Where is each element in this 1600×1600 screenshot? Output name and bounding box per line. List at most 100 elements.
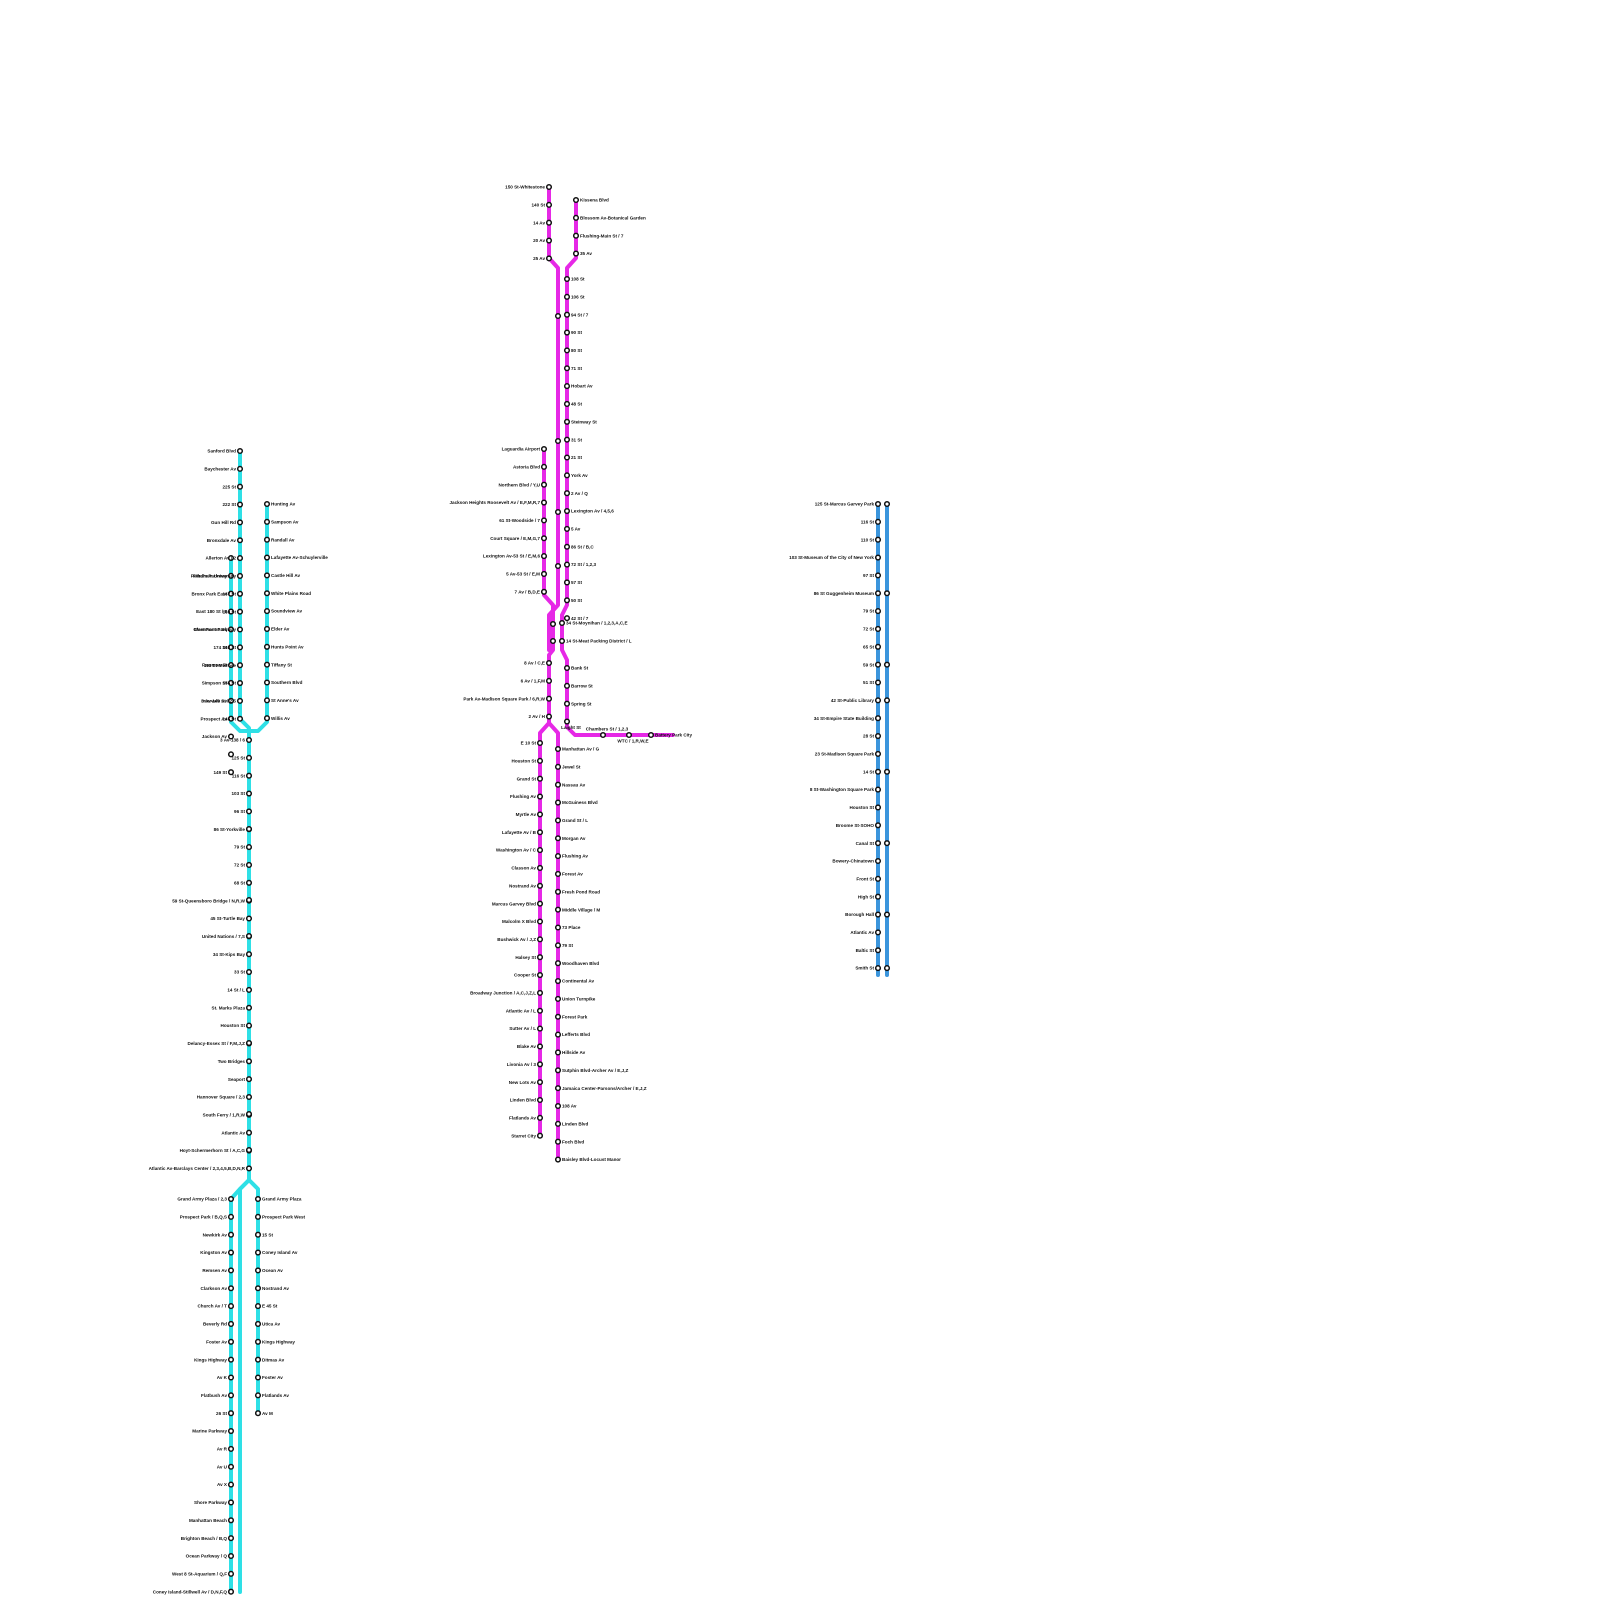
station-teal_culver-10[interactable] [254, 1374, 262, 1381]
station-magenta_flushing-25[interactable] [558, 637, 566, 645]
station-blue-15[interactable] [874, 768, 882, 775]
blue-transfer-dot[interactable] [883, 965, 891, 972]
station-blue-6[interactable] [874, 608, 882, 615]
station-teal_4-34[interactable] [245, 1058, 253, 1065]
station-teal_brighton-5[interactable] [227, 1285, 235, 1292]
station-teal_6-12[interactable] [263, 715, 271, 722]
station-magenta_bklyn_west-10[interactable] [536, 918, 544, 925]
station-teal_6-11[interactable] [263, 697, 271, 704]
station-teal_2-2[interactable] [227, 590, 235, 597]
station-teal_4-4[interactable] [236, 519, 244, 526]
station-magenta_flushing-32[interactable] [647, 731, 655, 739]
station-teal_2-4[interactable] [227, 626, 235, 633]
station-magenta_whitestone-3[interactable] [545, 237, 553, 244]
station-magenta_bklyn_west-18[interactable] [536, 1061, 544, 1068]
teal-transfer-dot[interactable] [245, 932, 253, 940]
station-teal_4-18[interactable] [245, 772, 253, 779]
station-teal_4-40[interactable] [245, 1165, 253, 1172]
station-teal_6-9[interactable] [263, 661, 271, 668]
station-teal_brighton-21[interactable] [227, 1570, 235, 1577]
station-teal_brighton-6[interactable] [227, 1303, 235, 1310]
station-magenta_flushing-3[interactable] [572, 250, 580, 257]
station-magenta_laguardia-2[interactable] [540, 481, 548, 488]
station-magenta_whitestone-2[interactable] [545, 219, 553, 226]
station-magenta_bklyn_west-2[interactable] [536, 775, 544, 782]
station-teal_culver-7[interactable] [254, 1320, 262, 1327]
station-teal_4-0[interactable] [236, 447, 244, 455]
station-magenta_laguardia-9[interactable] [545, 659, 553, 667]
station-teal_brighton-2[interactable] [227, 1231, 235, 1238]
station-teal_6-5[interactable] [263, 590, 271, 597]
transfer-dot[interactable] [554, 508, 562, 516]
station-magenta_bklyn_east-0[interactable] [554, 745, 562, 753]
station-teal_culver-1[interactable] [254, 1213, 262, 1220]
station-magenta_flushing-28[interactable] [563, 700, 571, 707]
station-teal_4-24[interactable] [245, 879, 253, 886]
teal-transfer-dot[interactable] [245, 1146, 253, 1154]
station-blue-17[interactable] [874, 804, 882, 811]
station-teal_4-11[interactable] [236, 644, 244, 651]
station-teal_4-32[interactable] [245, 1022, 253, 1029]
station-magenta_bklyn_west-7[interactable] [536, 864, 544, 872]
station-magenta_bklyn_east-11[interactable] [554, 942, 562, 949]
station-teal_2-5[interactable] [227, 644, 235, 651]
station-magenta_bklyn_west-16[interactable] [536, 1025, 544, 1032]
station-teal_6-10[interactable] [263, 679, 271, 686]
teal-transfer-dot[interactable] [245, 1039, 253, 1047]
station-teal_2-8[interactable] [227, 697, 235, 704]
station-magenta_flushing-15[interactable] [563, 472, 571, 479]
station-magenta_flushing-24[interactable] [558, 619, 566, 627]
station-teal_4-10[interactable] [236, 626, 244, 633]
station-teal_brighton-11[interactable] [227, 1392, 235, 1399]
station-magenta_bklyn_west-11[interactable] [536, 936, 544, 943]
station-blue-10[interactable] [874, 679, 882, 686]
blue-transfer-dot[interactable] [883, 911, 891, 918]
station-teal_culver-8[interactable] [254, 1338, 262, 1345]
blue-transfer-dot[interactable] [883, 840, 891, 847]
station-teal_brighton-7[interactable] [227, 1320, 235, 1327]
station-magenta_bklyn_east-23[interactable] [554, 1156, 562, 1163]
station-blue-2[interactable] [874, 536, 882, 543]
station-magenta_bklyn_east-14[interactable] [554, 995, 562, 1002]
blue-transfer-dot[interactable] [883, 500, 891, 508]
station-magenta_bklyn_east-20[interactable] [554, 1102, 562, 1110]
station-magenta_bklyn_east-3[interactable] [554, 799, 562, 806]
station-blue-23[interactable] [874, 911, 882, 918]
station-magenta_flushing-23[interactable] [563, 615, 571, 622]
station-magenta_bklyn_west-9[interactable] [536, 900, 544, 907]
station-magenta_bklyn_west-3[interactable] [536, 793, 544, 800]
station-magenta_bklyn_east-5[interactable] [554, 835, 562, 842]
station-teal_brighton-8[interactable] [227, 1338, 235, 1345]
station-teal_4-30[interactable] [245, 986, 253, 993]
station-magenta_laguardia-10[interactable] [545, 677, 553, 684]
transfer-dot[interactable] [554, 562, 562, 570]
station-magenta_flushing-8[interactable] [563, 347, 571, 354]
station-magenta_bklyn_west-15[interactable] [536, 1007, 544, 1014]
station-blue-21[interactable] [874, 875, 882, 882]
station-magenta_flushing-1[interactable] [572, 214, 580, 221]
station-magenta_flushing-20[interactable] [563, 561, 571, 568]
station-blue-11[interactable] [874, 697, 882, 704]
station-magenta_bklyn_east-16[interactable] [554, 1031, 562, 1038]
station-blue-20[interactable] [874, 857, 882, 865]
station-teal_4-12[interactable] [236, 662, 244, 669]
station-teal_brighton-18[interactable] [227, 1517, 235, 1524]
station-blue-12[interactable] [874, 715, 882, 722]
station-teal_6-2[interactable] [263, 536, 271, 543]
station-magenta_flushing-19[interactable] [563, 543, 571, 550]
station-teal_4-9[interactable] [236, 608, 244, 615]
station-magenta_bklyn_east-18[interactable] [554, 1067, 562, 1074]
station-teal_culver-2[interactable] [254, 1231, 262, 1238]
station-magenta_flushing-5[interactable] [563, 293, 571, 300]
station-teal_brighton-15[interactable] [227, 1463, 235, 1470]
station-blue-1[interactable] [874, 518, 882, 525]
station-magenta_flushing-26[interactable] [563, 664, 571, 672]
station-magenta_bklyn_west-20[interactable] [536, 1096, 544, 1104]
station-teal_4-19[interactable] [245, 790, 253, 797]
transfer-dot[interactable] [549, 637, 557, 645]
station-teal_2-11[interactable] [227, 751, 235, 758]
station-teal_culver-9[interactable] [254, 1356, 262, 1363]
station-teal_brighton-19[interactable] [227, 1535, 235, 1542]
station-magenta_whitestone-1[interactable] [545, 201, 553, 208]
station-magenta_laguardia-7[interactable] [540, 570, 548, 578]
